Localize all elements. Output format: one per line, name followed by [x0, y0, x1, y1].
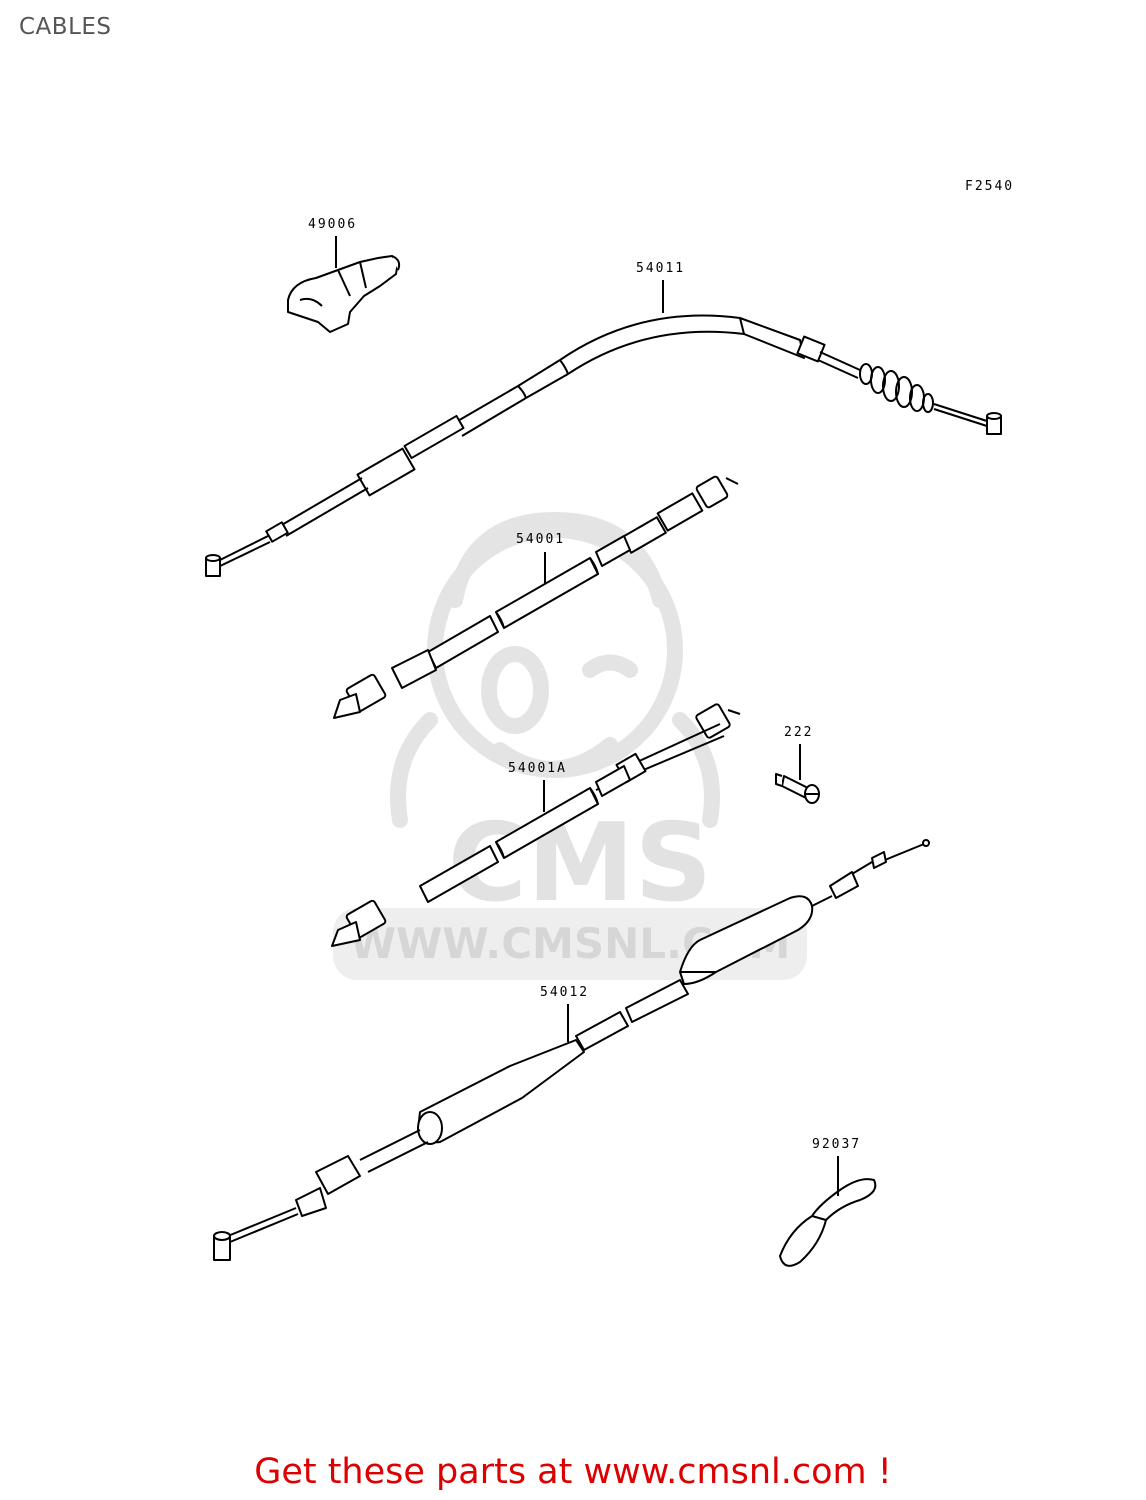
part-label-54001a: 54001A [508, 761, 567, 776]
page-title: CABLES [19, 14, 112, 40]
part-label-49006: 49006 [308, 217, 357, 232]
part-label-222: 222 [784, 725, 813, 740]
part-54012: 54012 [213, 839, 930, 1261]
figure-code: F2540 [965, 179, 1014, 194]
part-54001: 54001 [333, 475, 739, 719]
part-label-54001: 54001 [516, 532, 565, 547]
footer-link[interactable]: Get these parts at www.cmsnl.com ! [254, 1452, 892, 1492]
boot-body [287, 255, 399, 333]
part-54001a: 54001A [331, 703, 741, 947]
part-49006: 49006 [287, 217, 401, 333]
clutch-spring [859, 363, 934, 413]
part-54011: 54011 [205, 261, 1002, 577]
part-222: 222 [775, 725, 820, 804]
part-92037: 92037 [779, 1137, 877, 1267]
part-label-54011: 54011 [636, 261, 685, 276]
part-label-54012: 54012 [540, 985, 589, 1000]
part-label-92037: 92037 [812, 1137, 861, 1152]
